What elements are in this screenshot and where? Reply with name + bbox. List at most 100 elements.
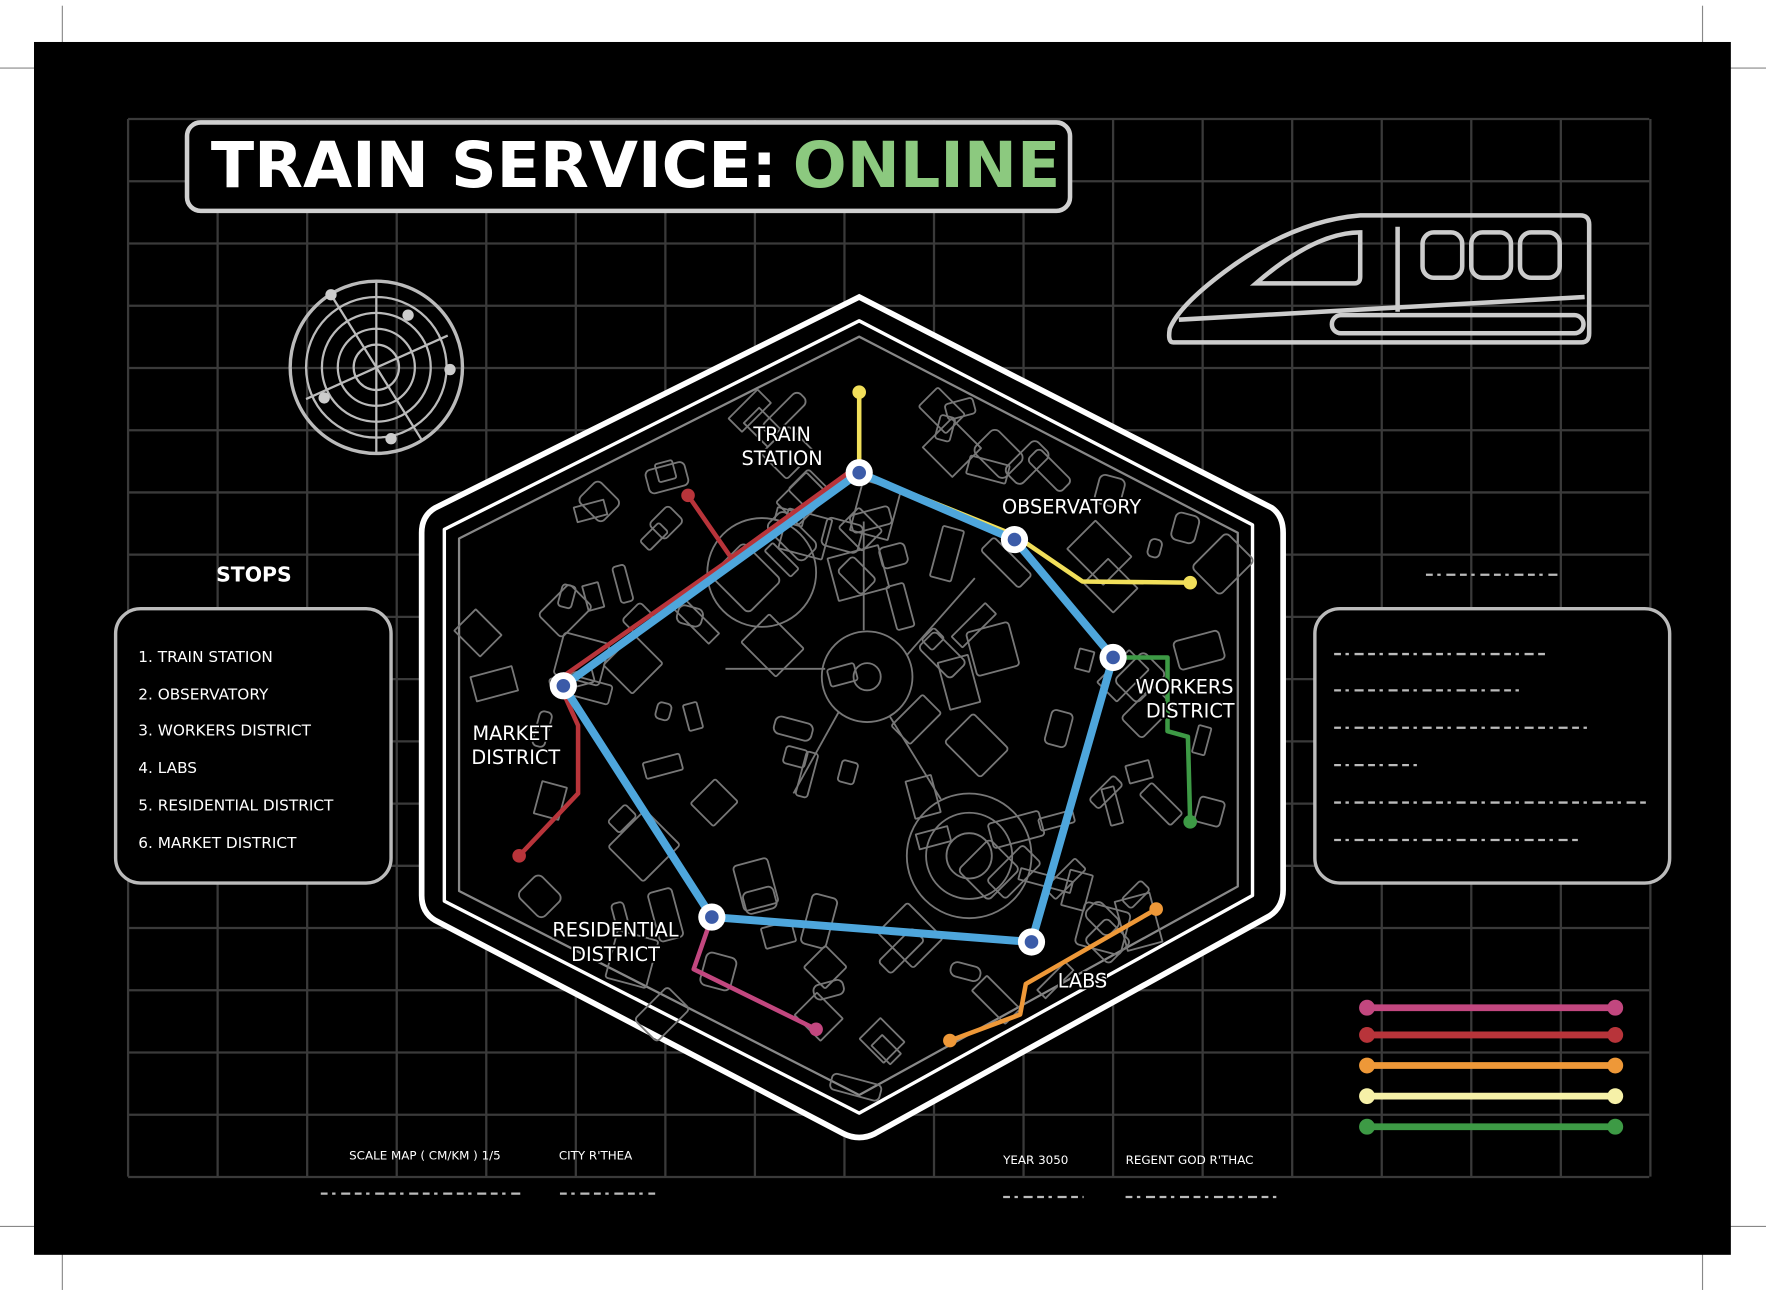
footer: SCALE MAP ( CM/KM ) 1/5 CITY R'THEA YEAR…	[349, 1149, 1253, 1168]
label-train-station: STATION	[742, 447, 823, 470]
station-market-district[interactable]	[549, 672, 577, 700]
city-block	[690, 778, 739, 827]
city-block	[453, 608, 503, 658]
city-block	[1170, 511, 1201, 545]
city-block	[764, 542, 799, 578]
magenta-line[interactable]	[691, 914, 819, 1032]
city-block	[803, 945, 847, 989]
red-line[interactable]	[516, 462, 862, 859]
city-block	[682, 701, 704, 732]
city-block	[1004, 440, 1050, 485]
city-block	[1100, 785, 1124, 827]
city-block	[727, 388, 772, 433]
orange-line[interactable]	[947, 906, 1159, 1043]
city-block	[642, 752, 684, 780]
city-block	[532, 780, 568, 821]
stop-item[interactable]: 6. MARKET DISTRICT	[138, 834, 297, 852]
station-observatory[interactable]	[1000, 525, 1029, 554]
label-market-district: DISTRICT	[471, 746, 560, 769]
stops-list: 1. TRAIN STATION 2. OBSERVATORY 3. WORKE…	[138, 648, 334, 852]
city-block	[1172, 629, 1226, 671]
stops-heading: STOPS	[216, 563, 292, 587]
city-block	[1124, 759, 1154, 785]
city-block	[812, 978, 845, 1001]
city-block	[936, 654, 982, 711]
station-workers-district[interactable]	[1099, 643, 1127, 672]
city-block	[973, 428, 1024, 479]
stop-item[interactable]: 1. TRAIN STATION	[138, 648, 273, 666]
city-block	[794, 750, 819, 799]
city-block	[611, 564, 634, 604]
city-block	[766, 511, 818, 562]
city-block	[782, 745, 809, 769]
city-block	[572, 498, 609, 524]
city-block	[740, 613, 805, 678]
label-workers-district: WORKERS	[1136, 676, 1234, 699]
city-block	[949, 961, 982, 983]
footer-regent: REGENT GOD R'THAC	[1126, 1153, 1254, 1167]
city-block	[649, 505, 683, 540]
station-residential-district[interactable]	[698, 903, 726, 931]
title-text: TRAIN SERVICE:ONLINE	[211, 128, 1061, 202]
service-status: ONLINE	[793, 128, 1061, 202]
title-prefix: TRAIN SERVICE:	[211, 128, 777, 202]
city-block	[965, 621, 1020, 677]
city-block	[1121, 686, 1174, 739]
label-residential-district: DISTRICT	[571, 943, 660, 966]
city-block	[644, 461, 690, 495]
city-block	[1191, 724, 1213, 757]
train-icon	[1166, 213, 1592, 345]
city-block	[794, 992, 844, 1042]
city-block	[1037, 809, 1076, 832]
line-terminals	[512, 385, 1197, 1048]
stations	[549, 459, 1127, 956]
footer-scale: SCALE MAP ( CM/KM ) 1/5	[349, 1149, 501, 1163]
city-block	[914, 825, 953, 851]
city-block	[826, 662, 859, 688]
city-block	[608, 810, 680, 882]
legend-orange	[1359, 1057, 1624, 1074]
city-block	[877, 902, 943, 968]
stop-item[interactable]: 5. RESIDENTIAL DISTRICT	[138, 796, 334, 814]
city-block	[1121, 880, 1150, 909]
radar-icon	[288, 279, 465, 456]
green-line[interactable]	[1110, 655, 1193, 825]
city-block	[711, 543, 781, 613]
city-block	[518, 874, 562, 919]
city-block	[1192, 533, 1254, 595]
city-block	[1036, 961, 1075, 1000]
city-block	[469, 665, 519, 703]
city-block	[1083, 558, 1139, 614]
city-block	[1084, 901, 1120, 936]
city-block	[772, 715, 814, 742]
label-market-district: MARKET	[472, 722, 552, 745]
title-box	[184, 120, 1073, 214]
city-block	[1093, 473, 1126, 509]
city-block	[654, 701, 673, 722]
stop-item[interactable]: 3. WORKERS DISTRICT	[138, 722, 311, 740]
city-block	[742, 885, 778, 915]
city-block	[1089, 775, 1123, 809]
city-block	[1074, 901, 1132, 956]
city-block	[1073, 647, 1096, 673]
city-block	[732, 857, 779, 912]
city-block	[870, 1034, 902, 1066]
stop-item[interactable]: 2. OBSERVATORY	[138, 685, 269, 703]
city-block	[578, 480, 620, 523]
city-block	[859, 1017, 906, 1064]
station-train-station[interactable]	[845, 459, 873, 487]
label-residential-district: RESIDENTIAL	[552, 918, 678, 941]
city-block	[1139, 782, 1183, 826]
city-block	[531, 710, 553, 748]
line-legend	[1359, 999, 1624, 1135]
city-block	[538, 584, 592, 638]
city-block	[604, 929, 659, 989]
legend-magenta	[1359, 999, 1624, 1016]
stop-item[interactable]: 4. LABS	[138, 759, 197, 777]
city-block	[918, 387, 966, 434]
city-block	[762, 391, 807, 437]
legend-green	[1359, 1118, 1624, 1135]
station-labels: TRAIN STATION OBSERVATORY WORKERS DISTRI…	[470, 421, 1237, 994]
station-labs[interactable]	[1017, 928, 1046, 956]
